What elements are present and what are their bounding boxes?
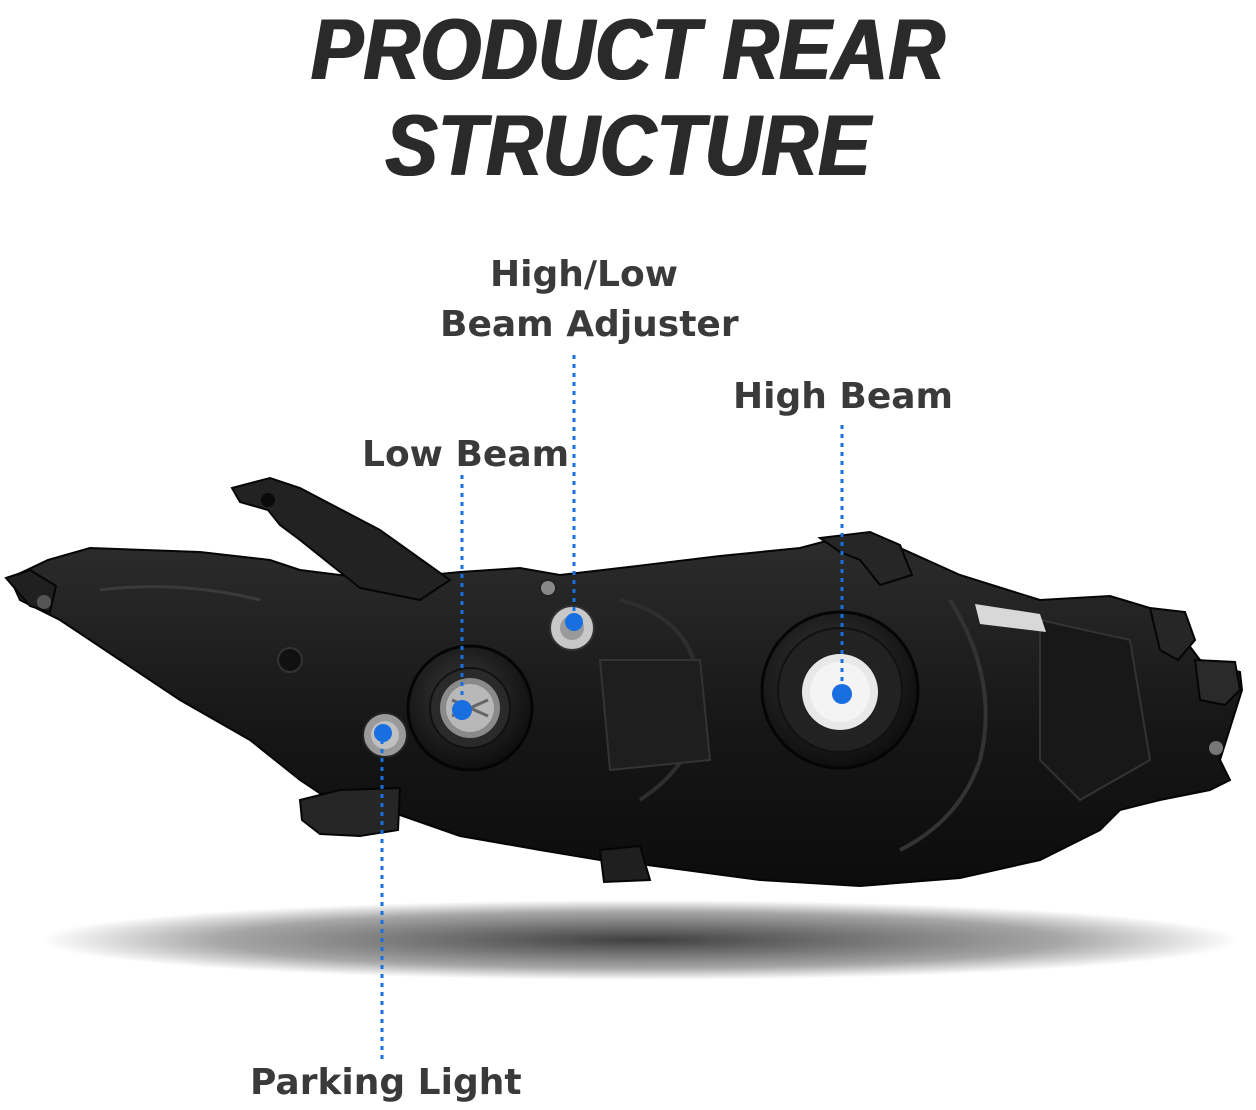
floor-shadow [40, 900, 1240, 980]
adjuster-callout-dot [565, 613, 583, 631]
high-beam-label: High Beam [733, 376, 954, 417]
high-beam-callout-dot [832, 684, 852, 704]
page-title: PRODUCT REAR STRUCTURE [310, 2, 946, 194]
low-beam-label: Low Beam [362, 434, 570, 475]
parking-light-label: Parking Light [250, 1062, 522, 1103]
headlight-housing [4, 476, 1244, 888]
adjuster-label: High/Low Beam Adjuster [440, 250, 739, 350]
adjuster-label-line1: High/Low [490, 254, 678, 295]
adjuster-label-line2: Beam Adjuster [440, 304, 739, 345]
parking-light-callout-dot [374, 724, 392, 742]
low-beam-callout-dot [452, 700, 472, 720]
